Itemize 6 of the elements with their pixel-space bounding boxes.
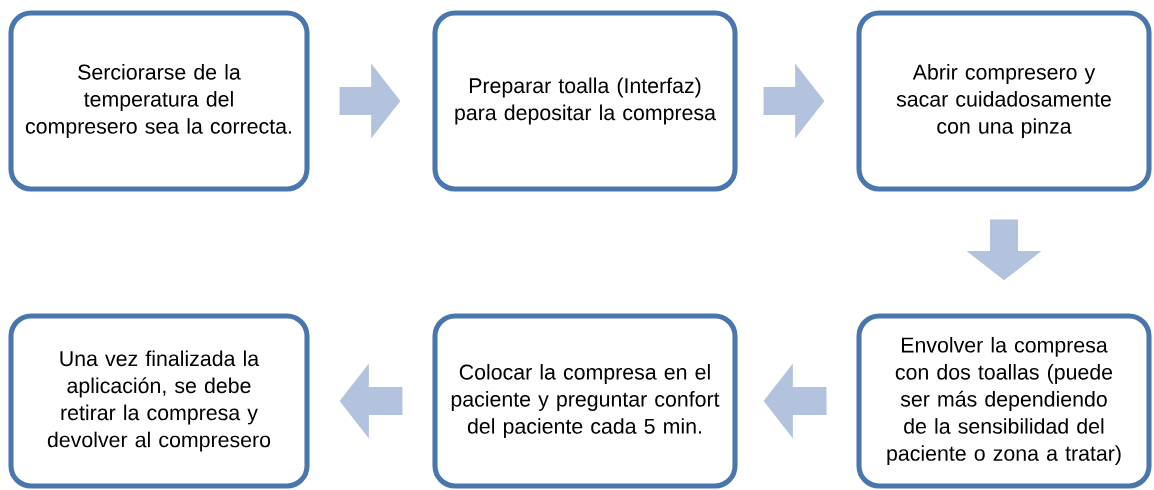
process-box: Una vez finalizada la aplicación, se debe retirar la compresa y devolver al compresero xyxy=(8,313,310,489)
process-box: Serciorarse de la temperatura del compresero sea la correcta. xyxy=(8,10,310,192)
process-box: Envolver la compresa con dos toallas (puede ser más dependiendo de la sensibilidad del paciente o zona a tratar) xyxy=(856,313,1152,489)
process-box: Colocar la compresa en el paciente y preguntar confort del paciente cada 5 min. xyxy=(432,313,738,489)
process-box: Abrir compresero y sacar cuidadosamente con una pinza xyxy=(856,10,1152,192)
process-box: Preparar toalla (Interfaz) para depositar la compresa xyxy=(432,10,738,192)
